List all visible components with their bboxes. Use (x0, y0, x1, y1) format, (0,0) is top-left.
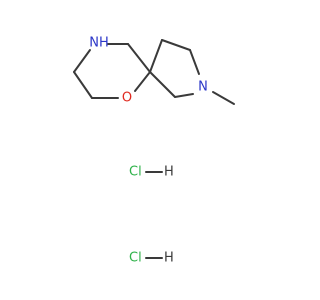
structure-diagram: NH O N Cl H Cl H (73, 36, 235, 266)
bond-c4-c5 (161, 39, 191, 51)
salt-1-h-label: H (164, 165, 174, 180)
bond-c2-c3 (73, 71, 93, 99)
bond-n-methyl (212, 91, 235, 105)
bond-c6-spiro (149, 71, 176, 98)
bond-c5-n (189, 49, 200, 75)
atom-n-label: N (198, 80, 208, 95)
salt-2-h-label: H (164, 251, 174, 266)
morpholine-ring (73, 43, 151, 99)
atom-o-label: O (122, 91, 132, 106)
bond-c3-nh (73, 49, 91, 73)
hcl-salt-2: Cl H (129, 251, 174, 266)
pyrrolidine-ring (149, 39, 235, 105)
bond-c1-spiro (127, 43, 151, 73)
bond-spiro-o (134, 71, 151, 92)
atom-nh-label: NH (89, 36, 109, 51)
bond-spiro-c4 (149, 39, 163, 73)
salt-1-cl-label: Cl (129, 165, 142, 180)
bond-n-c6 (174, 93, 194, 98)
salt-2-cl-label: Cl (129, 251, 142, 266)
hcl-salt-1: Cl H (129, 165, 174, 180)
